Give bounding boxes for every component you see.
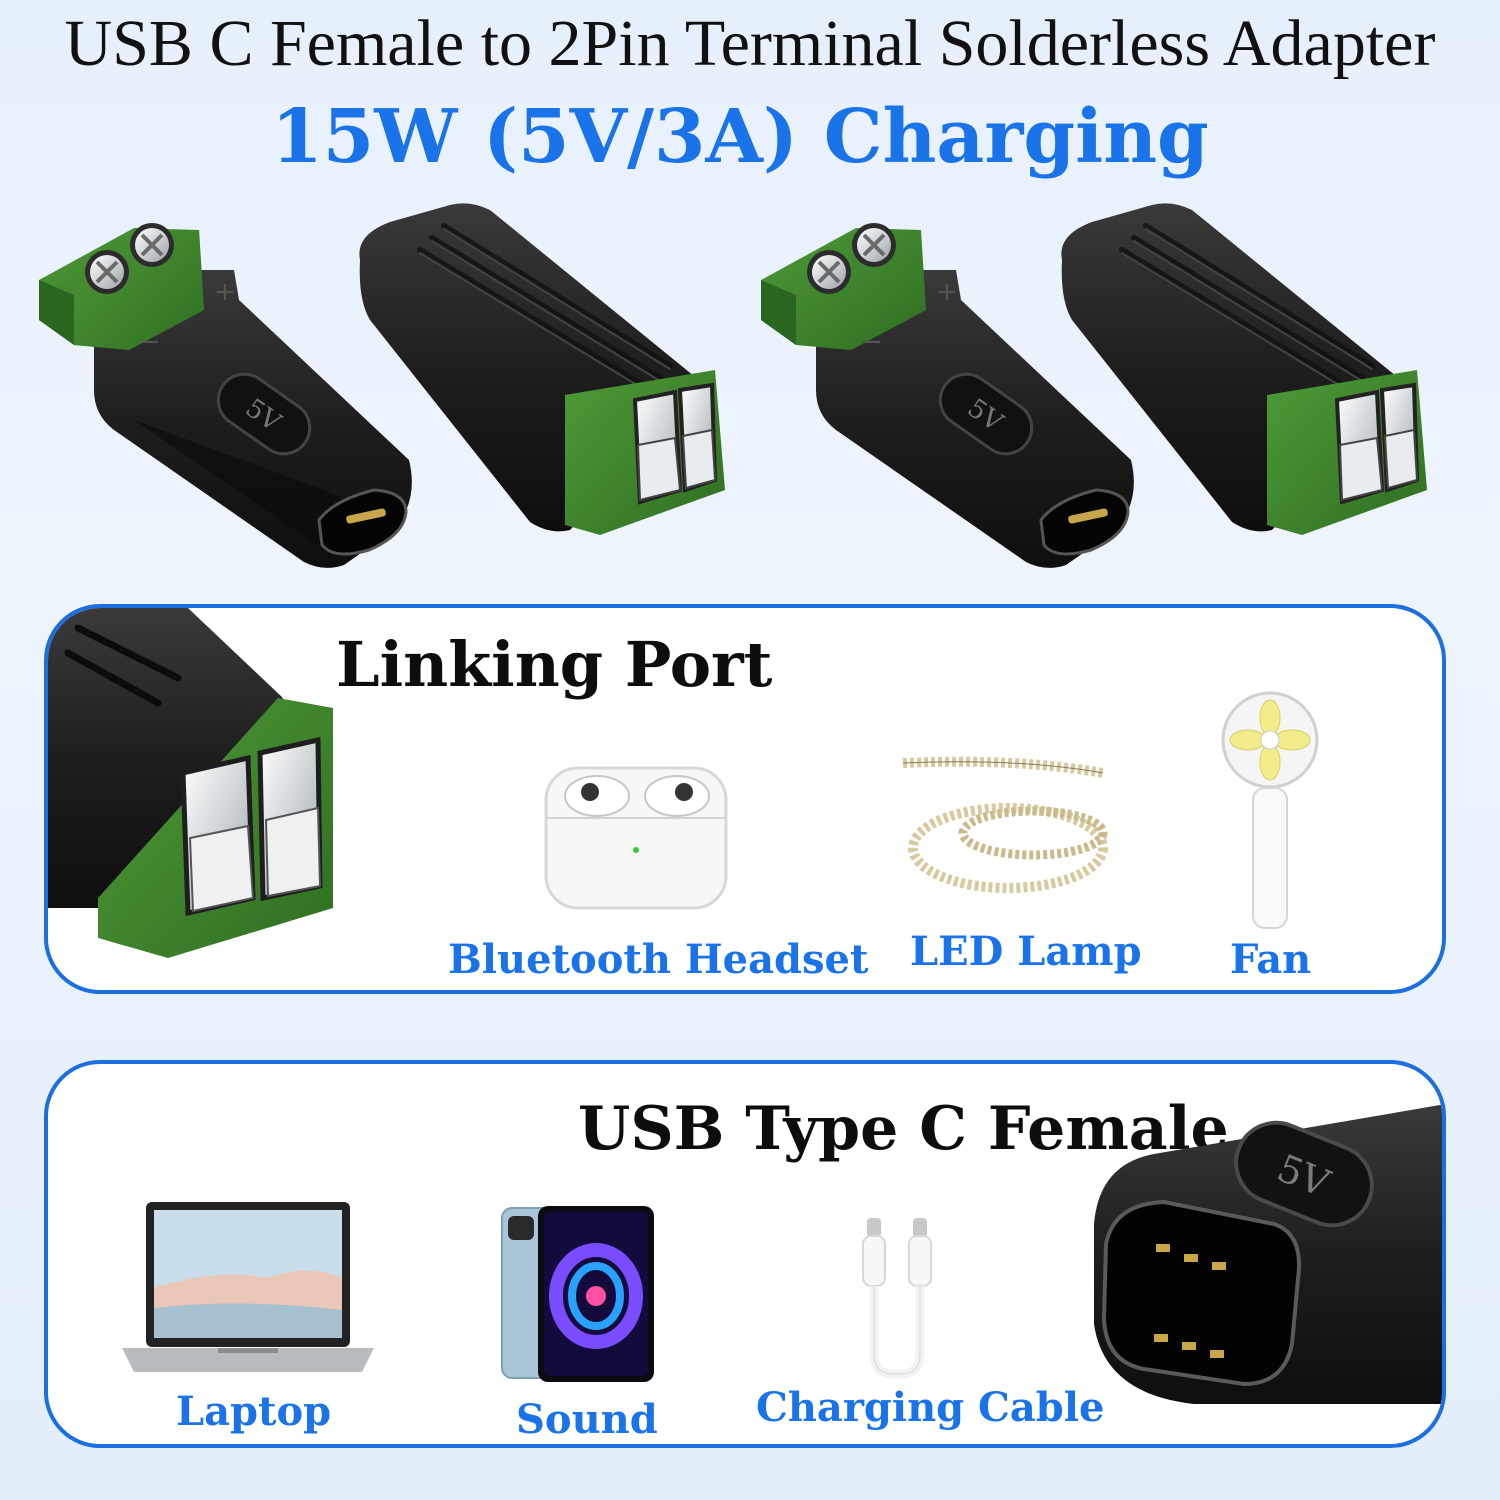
page-title: USB C Female to 2Pin Terminal Solderless… [64,7,1436,80]
handheld-fan-icon [1220,690,1320,935]
minus-mark: − [139,327,161,357]
usb-c-closeup-image: 5V [1084,1094,1442,1424]
usb-c-cable-icon [853,1214,953,1394]
earbuds-case-icon [542,758,732,918]
adapter-front-view-1: + − 5V [34,200,424,570]
linking-port-panel: Linking Port Bluetooth Headset LED Lamp [44,604,1446,994]
led-strip-icon [898,753,1112,903]
fan-label: Fan [1230,936,1312,983]
adapter-front-view-2: + − 5V [756,200,1146,570]
bluetooth-headset-label: Bluetooth Headset [448,936,869,983]
adapter-back-view-1 [350,200,730,540]
plus-mark: + [936,277,958,307]
laptop-label: Laptop [176,1388,332,1435]
adapter-back-view-2 [1052,200,1432,540]
terminal-closeup-image [48,608,338,990]
plus-mark: + [214,277,236,307]
tablet-icon [500,1204,656,1386]
linking-port-heading: Linking Port [336,628,773,701]
charging-cable-label: Charging Cable [756,1384,1105,1431]
page-subtitle: 15W (5V/3A) Charging [271,94,1209,180]
sound-label: Sound [516,1396,658,1443]
led-lamp-label: LED Lamp [910,928,1142,975]
usb-type-c-heading: USB Type C Female [578,1094,1229,1164]
laptop-icon [118,1198,378,1378]
usb-type-c-panel: USB Type C Female Laptop Sound [44,1060,1446,1448]
minus-mark: − [861,327,883,357]
